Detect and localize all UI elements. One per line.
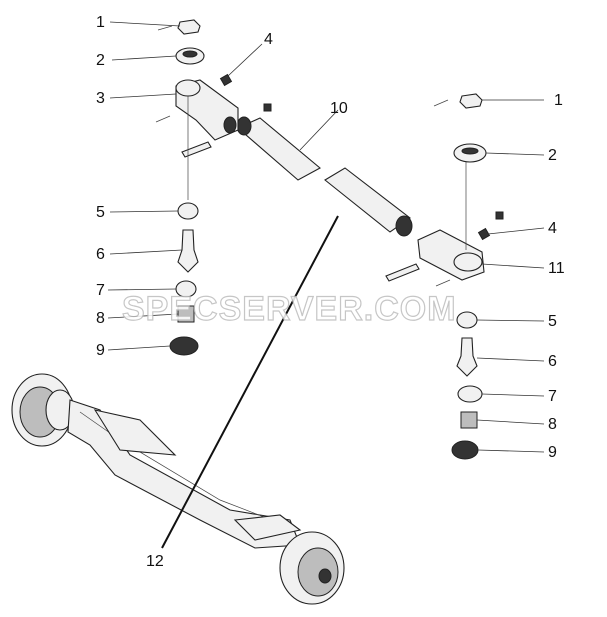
tube-upper-section — [236, 117, 321, 181]
axle-leader-line — [161, 215, 339, 549]
callout-right-9: 9 — [548, 444, 557, 461]
callout-tube-10: 10 — [330, 100, 348, 117]
right-hub-face — [297, 547, 339, 597]
leader-lines — [107, 21, 545, 549]
callout-left-2: 2 — [96, 52, 105, 69]
right-ball-cup — [457, 385, 483, 403]
left-castle-nut — [177, 19, 201, 35]
right-ball-pin — [456, 337, 478, 377]
callout-left-9: 9 — [96, 342, 105, 359]
tube-lower-section — [324, 167, 411, 233]
right-bushing — [456, 311, 478, 329]
callout-right-8: 8 — [548, 416, 557, 433]
left-housing-top — [175, 79, 201, 97]
left-bushing — [177, 202, 199, 220]
right-grease-nipple — [477, 227, 491, 241]
axle-beam-edge — [79, 411, 286, 526]
right-cotter-pin — [433, 99, 449, 107]
right-tie-rod-end — [385, 93, 504, 460]
callout-left-3: 3 — [96, 90, 105, 107]
left-housing-pin — [155, 115, 171, 123]
right-hub-cap — [318, 568, 332, 584]
callout-right-5: 5 — [548, 313, 557, 330]
left-grease-nipple — [219, 73, 233, 87]
callout-left-1: 1 — [96, 14, 105, 31]
callout-left-5: 5 — [96, 204, 105, 221]
right-spring — [460, 411, 478, 429]
right-spring-seat — [233, 514, 302, 541]
right-clamp-bolt — [385, 263, 420, 282]
callout-right-7: 7 — [548, 388, 557, 405]
right-end-plug — [451, 440, 479, 460]
callouts-left: 1 2 3 4 5 6 7 8 9 — [96, 14, 273, 359]
right-dust-seal-hole — [461, 147, 479, 155]
front-axle-assembly — [11, 373, 345, 605]
tube-thread-start — [236, 116, 252, 136]
tie-rod-tube — [236, 116, 413, 237]
callout-left-7: 7 — [96, 282, 105, 299]
right-castle-nut — [459, 93, 483, 109]
callout-right-4: 4 — [548, 220, 557, 237]
left-spring-seat — [93, 409, 177, 456]
tube-thread-end — [395, 215, 413, 237]
right-clamp-nut — [495, 211, 504, 220]
callouts-right: 1 2 4 11 5 6 7 8 9 — [548, 92, 565, 461]
callout-right-2: 2 — [548, 147, 557, 164]
right-housing-eye — [453, 252, 483, 272]
callout-left-4: 4 — [264, 31, 273, 48]
left-clamp-nut — [263, 103, 272, 112]
callout-left-8: 8 — [96, 310, 105, 327]
callout-axle-12: 12 — [146, 553, 164, 570]
left-housing-bore — [223, 116, 237, 134]
callout-right-11: 11 — [548, 260, 565, 277]
left-clamp-bolt — [181, 141, 212, 158]
left-ball-pin — [177, 229, 199, 273]
left-dust-seal-hole — [182, 50, 198, 58]
callout-right-6: 6 — [548, 353, 557, 370]
left-end-plug — [169, 336, 199, 356]
watermark: SPECSERVER.COM — [122, 290, 457, 328]
left-cotter-pin — [157, 25, 173, 31]
callout-left-6: 6 — [96, 246, 105, 263]
callout-right-1: 1 — [554, 92, 563, 109]
right-housing-pin — [435, 279, 451, 287]
